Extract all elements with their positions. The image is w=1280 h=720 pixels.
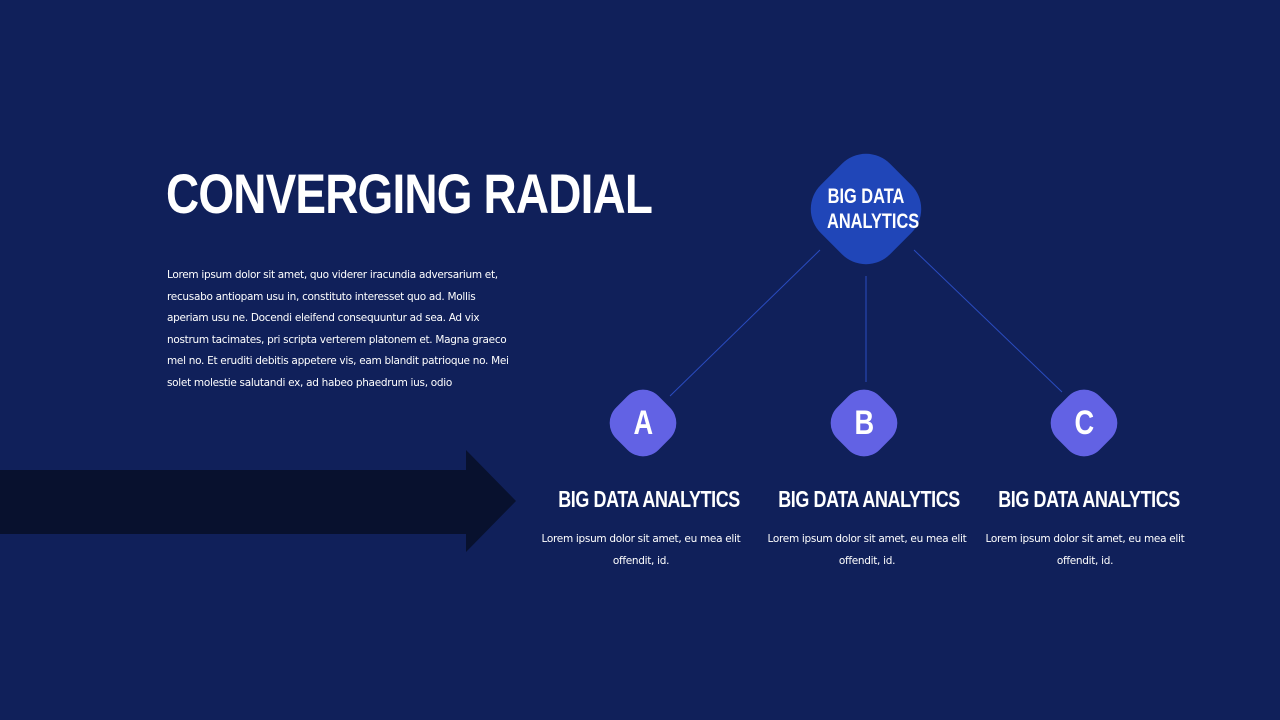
root-node-label: BIG DATA ANALYTICS: [827, 184, 920, 234]
root-node-text: BIG DATA ANALYTICS: [827, 185, 920, 233]
arrow-right-icon: [0, 450, 516, 552]
slide-body-text: Lorem ipsum dolor sit amet, quo viderer …: [167, 269, 509, 389]
child-node-c: C: [1041, 380, 1127, 466]
child-title-a: BIG DATA ANALYTICS: [558, 486, 740, 512]
child-node-letter: A: [633, 403, 653, 442]
slide-title: CONVERGING RADIAL: [166, 162, 653, 225]
child-node-letter: B: [854, 403, 874, 442]
child-text-a: Lorem ipsum dolor sit amet, eu mea elit …: [541, 533, 741, 567]
child-node-letter: C: [1074, 403, 1094, 442]
child-title-b: BIG DATA ANALYTICS: [778, 486, 960, 512]
root-node: BIG DATA ANALYTICS: [796, 139, 936, 279]
child-text-b: Lorem ipsum dolor sit amet, eu mea elit …: [767, 533, 967, 567]
child-node-b: B: [821, 380, 907, 466]
child-node-a: A: [600, 380, 686, 466]
child-title-c: BIG DATA ANALYTICS: [998, 486, 1180, 512]
child-text-c: Lorem ipsum dolor sit amet, eu mea elit …: [985, 533, 1185, 567]
